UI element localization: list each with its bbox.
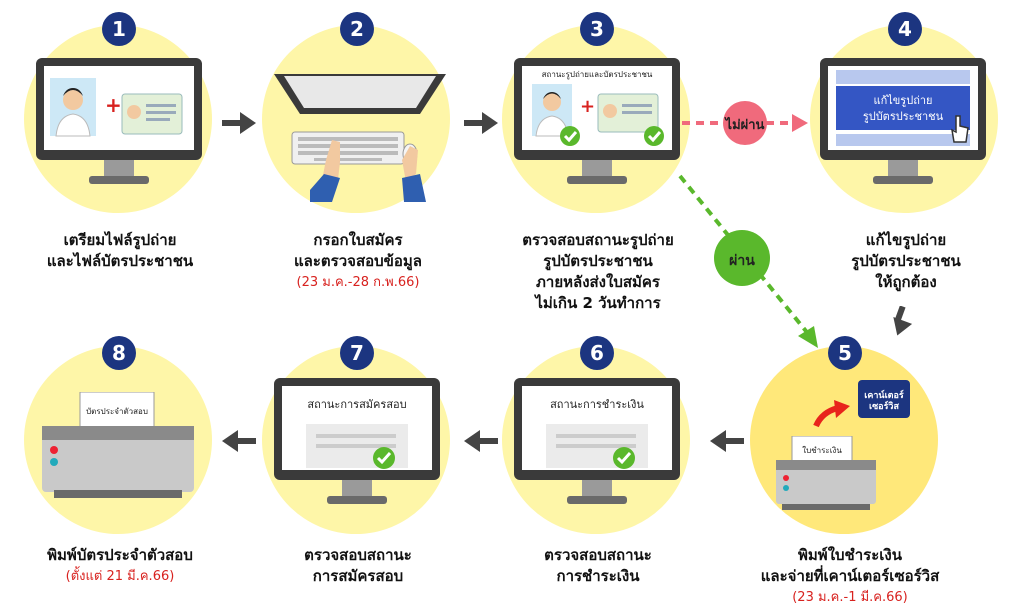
logo-line: เซอร์วิส bbox=[869, 402, 899, 412]
step-2-date: (23 ม.ค.-28 ก.พ.66) bbox=[296, 275, 420, 290]
caption-line: พิมพ์ใบชำระเงิน bbox=[798, 546, 902, 564]
step-3-caption: ตรวจสอบสถานะรูปถ่าย รูปบัตรประชาชน ภายหล… bbox=[488, 230, 708, 314]
printer-icon: ใบชำระเงิน bbox=[776, 436, 876, 510]
step-2-number: 2 bbox=[340, 12, 374, 46]
caption-line: กรอกใบสมัคร bbox=[313, 231, 403, 249]
check-icon bbox=[560, 126, 580, 146]
pass-arrow bbox=[678, 174, 818, 348]
step-6-screen-title: สถานะการชำระเงิน bbox=[550, 398, 644, 411]
step-4-screen-line-1: แก้ไขรูปถ่าย bbox=[874, 94, 933, 107]
step-1-number: 1 bbox=[102, 12, 136, 46]
arrow-right-icon bbox=[464, 112, 498, 134]
caption-line: ภายหลังส่งใบสมัคร bbox=[536, 273, 660, 291]
arrow-down-icon bbox=[893, 306, 912, 336]
step-5-caption: พิมพ์ใบชำระเงิน และจ่ายที่เคาน์เตอร์เซอร… bbox=[740, 545, 960, 608]
arrow-right-icon bbox=[222, 112, 256, 134]
caption-line: และไฟล์บัตรประชาชน bbox=[46, 252, 194, 270]
svg-text:+: + bbox=[105, 93, 122, 117]
fail-arrow bbox=[682, 101, 808, 145]
caption-line: ตรวจสอบสถานะรูปถ่าย bbox=[522, 231, 674, 249]
step-4-number: 4 bbox=[888, 12, 922, 46]
monitor-icon: สถานะการสมัครสอบ bbox=[274, 378, 440, 504]
step-7-screen-title: สถานะการสมัครสอบ bbox=[307, 398, 406, 411]
step-3-screen-title: สถานะรูปถ่ายและบัตรประชาชน bbox=[542, 70, 653, 80]
svg-text:+: + bbox=[580, 96, 595, 117]
caption-line: ไม่เกิน 2 วันทำการ bbox=[535, 294, 661, 312]
logo-line: เคาน์เตอร์ bbox=[864, 391, 904, 401]
step-4-caption: แก้ไขรูปถ่าย รูปบัตรประชาชน ให้ถูกต้อง bbox=[796, 230, 1016, 293]
hand-cursor-icon bbox=[951, 115, 969, 143]
step-2-caption: กรอกใบสมัคร และตรวจสอบข้อมูล (23 ม.ค.-28… bbox=[248, 230, 468, 293]
step-7-caption: ตรวจสอบสถานะ การสมัครสอบ bbox=[248, 545, 468, 587]
step-1-caption: เตรียมไฟล์รูปถ่าย และไฟล์บัตรประชาชน bbox=[10, 230, 230, 272]
step-6-caption: ตรวจสอบสถานะ การชำระเงิน bbox=[488, 545, 708, 587]
arrow-left-icon bbox=[464, 430, 498, 452]
caption-line: และตรวจสอบข้อมูล bbox=[294, 252, 422, 270]
counter-service-logo: เคาน์เตอร์ เซอร์วิส bbox=[858, 380, 910, 418]
step-8-number: 8 bbox=[102, 336, 136, 370]
monitor-icon: สถานะรูปถ่ายและบัตรประชาชน + bbox=[514, 58, 680, 184]
arrow-left-icon bbox=[710, 430, 744, 452]
step-3-number: 3 bbox=[580, 12, 614, 46]
caption-line: รูปบัตรประชาชน bbox=[543, 252, 653, 270]
printer-icon: บัตรประจำตัวสอบ bbox=[42, 392, 194, 498]
caption-line: ตรวจสอบสถานะ bbox=[544, 546, 652, 564]
caption-line: เตรียมไฟล์รูปถ่าย bbox=[63, 231, 177, 249]
step-7-number: 7 bbox=[340, 336, 374, 370]
step-8-caption: พิมพ์บัตรประจำตัวสอบ (ตั้งแต่ 21 มี.ค.66… bbox=[10, 545, 230, 587]
check-icon bbox=[644, 126, 664, 146]
step-5-date: (23 ม.ค.-1 มี.ค.66) bbox=[792, 590, 908, 605]
caption-line: รูปบัตรประชาชน bbox=[851, 252, 961, 270]
monitor-icon: + bbox=[36, 58, 202, 184]
fail-label: ไม่ผ่าน bbox=[725, 118, 765, 133]
step-8-paper: บัตรประจำตัวสอบ bbox=[86, 407, 148, 416]
arrow-up-right-icon bbox=[813, 400, 850, 428]
id-card-icon bbox=[121, 93, 183, 135]
caption-line: และจ่ายที่เคาน์เตอร์เซอร์วิส bbox=[760, 567, 940, 585]
step-4-screen-line-2: รูปบัตรประชาชน bbox=[863, 110, 944, 123]
caption-line: ให้ถูกต้อง bbox=[875, 273, 937, 291]
caption-line: แก้ไขรูปถ่าย bbox=[865, 231, 947, 249]
keyboard-monitor-icon bbox=[274, 74, 446, 202]
monitor-icon: แก้ไขรูปถ่าย รูปบัตรประชาชน bbox=[820, 58, 986, 184]
photo-icon bbox=[50, 78, 96, 137]
step-5-paper: ใบชำระเงิน bbox=[802, 446, 842, 455]
arrow-left-icon bbox=[222, 430, 256, 452]
step-8-date: (ตั้งแต่ 21 มี.ค.66) bbox=[65, 569, 175, 584]
caption-line: การชำระเงิน bbox=[556, 567, 640, 585]
caption-line: การสมัครสอบ bbox=[312, 567, 404, 585]
caption-line: ตรวจสอบสถานะ bbox=[304, 546, 412, 564]
step-6-number: 6 bbox=[580, 336, 614, 370]
step-5-number: 5 bbox=[828, 336, 862, 370]
monitor-icon: สถานะการชำระเงิน bbox=[514, 378, 680, 504]
pass-label: ผ่าน bbox=[729, 253, 755, 269]
caption-line: พิมพ์บัตรประจำตัวสอบ bbox=[47, 546, 193, 564]
